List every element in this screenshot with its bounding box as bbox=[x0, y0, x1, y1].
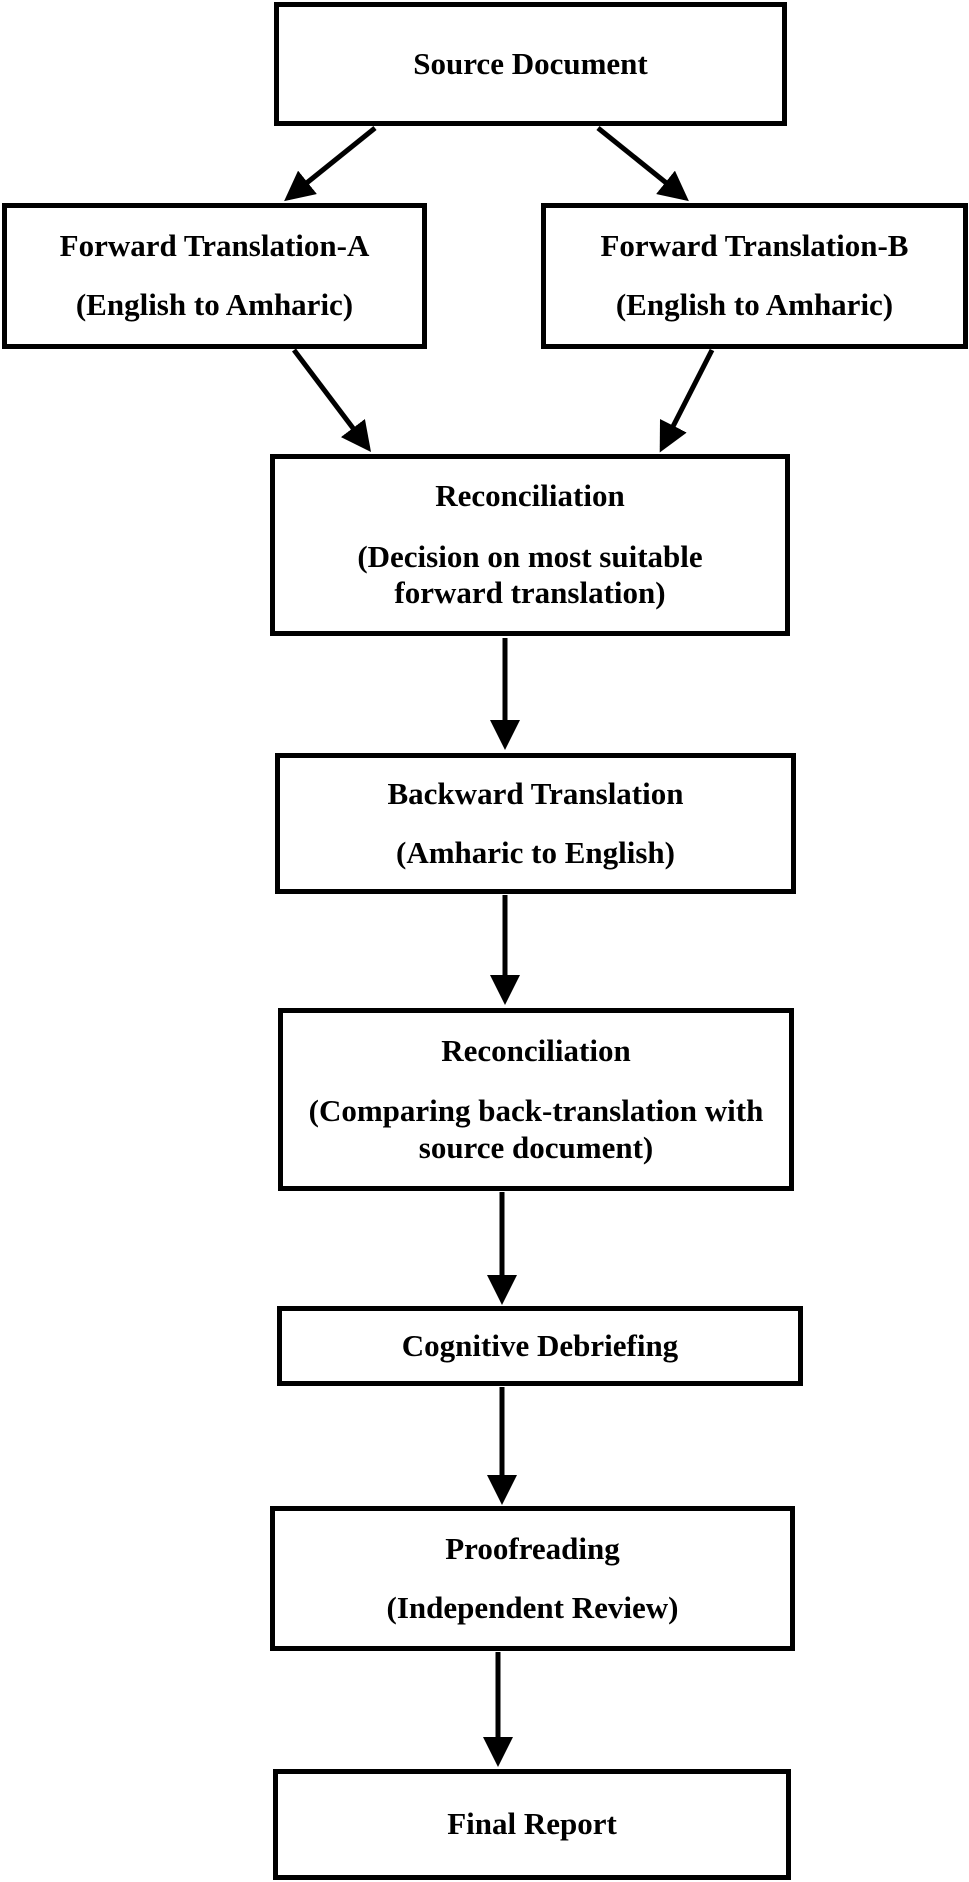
proofreading-title: Proofreading bbox=[445, 1530, 620, 1566]
forward-translation-a-title: Forward Translation-A bbox=[59, 228, 370, 264]
reconciliation-forward-box: Reconciliation (Decision on most suitabl… bbox=[270, 454, 790, 636]
forward-translation-b-box: Forward Translation-B (English to Amhari… bbox=[541, 203, 968, 349]
proofreading-subtitle: (Independent Review) bbox=[386, 1589, 679, 1625]
forward-translation-a-subtitle: (English to Amharic) bbox=[75, 287, 354, 322]
arrow-source-to-forward-b bbox=[596, 126, 689, 202]
reconciliation-back-subtitle: (Comparing back-translation with source … bbox=[308, 1093, 764, 1165]
proofreading-box: Proofreading (Independent Review) bbox=[270, 1506, 795, 1651]
forward-translation-b-title: Forward Translation-B bbox=[600, 228, 909, 264]
final-report-title: Final Report bbox=[447, 1806, 617, 1842]
cognitive-debriefing-title: Cognitive Debriefing bbox=[401, 1327, 679, 1363]
reconciliation-back-title: Reconciliation bbox=[441, 1032, 631, 1068]
reconciliation-back-box: Reconciliation (Comparing back-translati… bbox=[278, 1008, 794, 1191]
reconciliation-forward-subtitle: (Decision on most suitable forward trans… bbox=[357, 538, 703, 611]
cognitive-debriefing-box: Cognitive Debriefing bbox=[277, 1306, 803, 1386]
final-report-box: Final Report bbox=[273, 1769, 791, 1880]
arrow-forward-b-to-reconciliation-1 bbox=[659, 348, 715, 453]
arrow-source-to-forward-a bbox=[284, 126, 377, 202]
forward-translation-b-subtitle: (English to Amharic) bbox=[615, 287, 894, 322]
source-document-box: Source Document bbox=[274, 2, 787, 126]
backward-translation-box: Backward Translation (Amharic to English… bbox=[275, 753, 796, 894]
arrow-forward-a-to-reconciliation-1 bbox=[292, 348, 372, 452]
reconciliation-forward-title: Reconciliation bbox=[435, 478, 625, 514]
source-document-title: Source Document bbox=[413, 45, 648, 81]
backward-translation-title: Backward Translation bbox=[387, 775, 684, 811]
backward-translation-subtitle: (Amharic to English) bbox=[396, 834, 675, 870]
forward-translation-a-box: Forward Translation-A (English to Amhari… bbox=[2, 203, 427, 349]
